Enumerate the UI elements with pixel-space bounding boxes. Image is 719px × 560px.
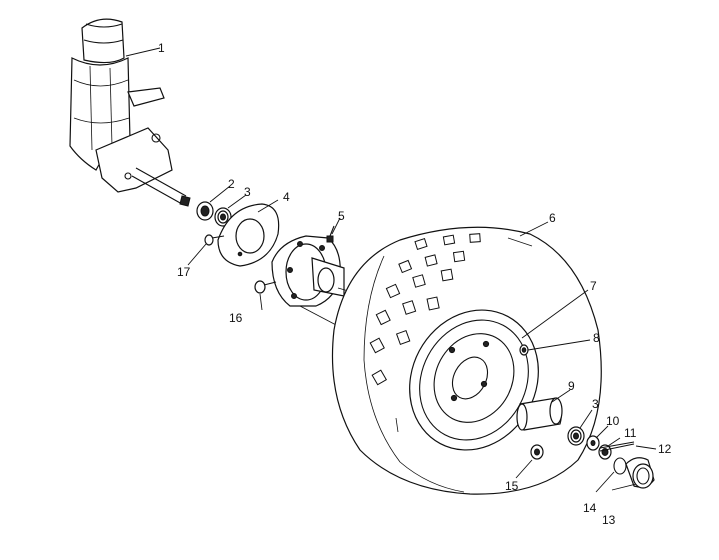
callout-10: 10: [606, 414, 620, 428]
callout-17: 17: [177, 265, 191, 279]
callout-1: 1: [158, 41, 165, 55]
lug-nut-15: [530, 444, 544, 460]
callout-11: 11: [624, 426, 637, 440]
hub-cap-13: [625, 457, 655, 489]
callout-9: 9: [568, 379, 575, 393]
callout-3-right: 3: [592, 397, 599, 411]
callout-14: 14: [583, 501, 597, 515]
callout-2: 2: [228, 177, 235, 191]
callout-labels: 1 2 3 4 5 6 7 8 9 3 10 11 12 13 14 15 16…: [158, 41, 672, 527]
callout-15: 15: [505, 479, 519, 493]
bearing-3-right: [567, 426, 585, 446]
o-ring-14: [613, 457, 627, 475]
spacer-9: [516, 397, 563, 431]
backing-plate-4: [217, 203, 280, 267]
callout-7: 7: [590, 279, 597, 293]
seal-2: [196, 201, 214, 221]
leader-lines: [125, 47, 657, 493]
bearing-3: [214, 207, 232, 227]
bolt-16: [254, 280, 277, 294]
callout-16: 16: [229, 311, 243, 325]
washer-10: [586, 435, 600, 451]
bolt-17: [204, 234, 225, 246]
strut-housing: [69, 18, 191, 207]
callout-13: 13: [602, 513, 616, 527]
cotter-pin-12: [599, 441, 635, 452]
callout-3: 3: [244, 185, 251, 199]
callout-12: 12: [658, 442, 672, 456]
callout-8: 8: [593, 331, 600, 345]
wheel-hub-5: [271, 225, 381, 327]
callout-6: 6: [549, 211, 556, 225]
callout-5: 5: [338, 209, 345, 223]
callout-4: 4: [283, 190, 290, 204]
